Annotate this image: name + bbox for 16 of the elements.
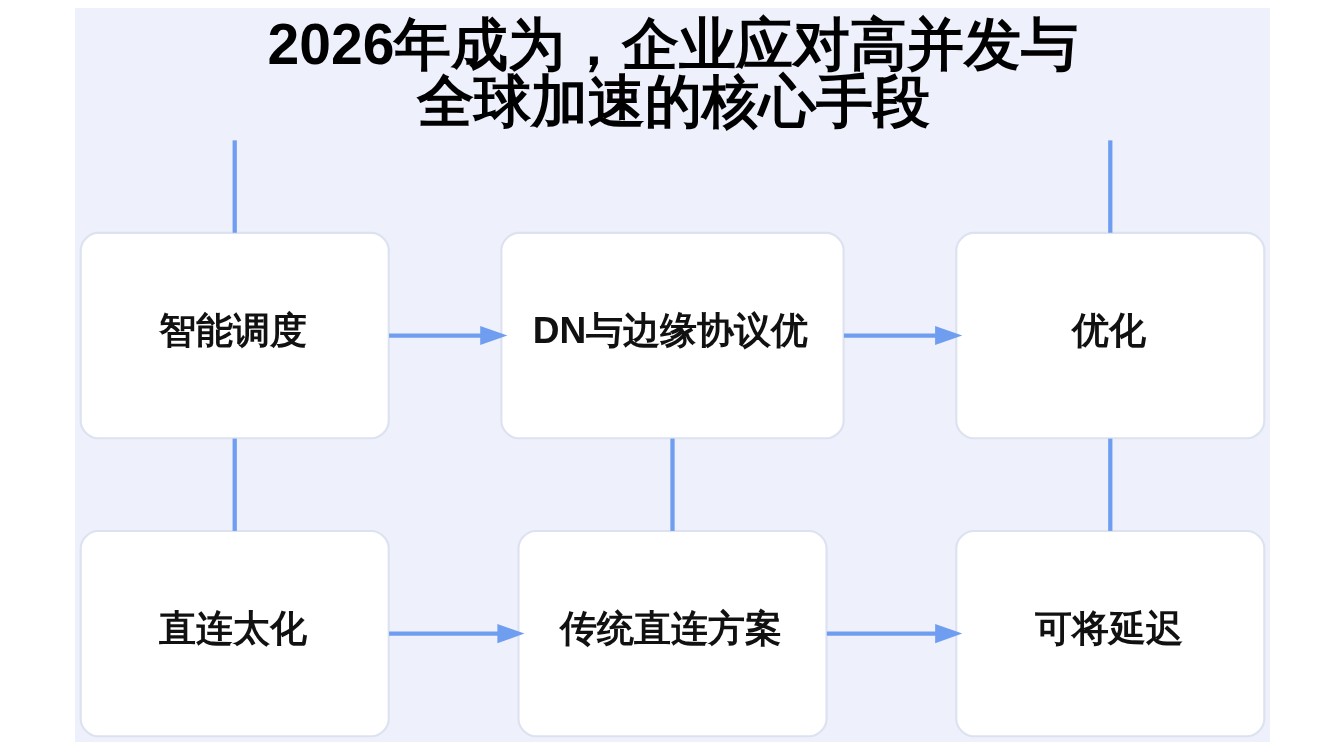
node-box: 智能调度 — [79, 231, 390, 440]
node-box: 直连太化 — [79, 529, 390, 738]
node-box: 传统直连方案 — [516, 529, 828, 738]
arrow — [826, 624, 962, 644]
connector — [669, 438, 675, 531]
node-box: DN与边缘协议优 — [499, 231, 845, 440]
arrow — [388, 624, 525, 644]
node-box: 优化 — [954, 231, 1265, 440]
connector — [1107, 438, 1112, 531]
connector — [232, 140, 237, 233]
connector — [1107, 140, 1112, 233]
node-box: 可将延迟 — [954, 529, 1265, 738]
arrow — [843, 326, 962, 346]
arrow — [388, 326, 507, 346]
connector — [232, 438, 237, 531]
diagram-title: 2026年成为，企业应对高并发与全球加速的核心手段 — [267, 11, 1078, 133]
